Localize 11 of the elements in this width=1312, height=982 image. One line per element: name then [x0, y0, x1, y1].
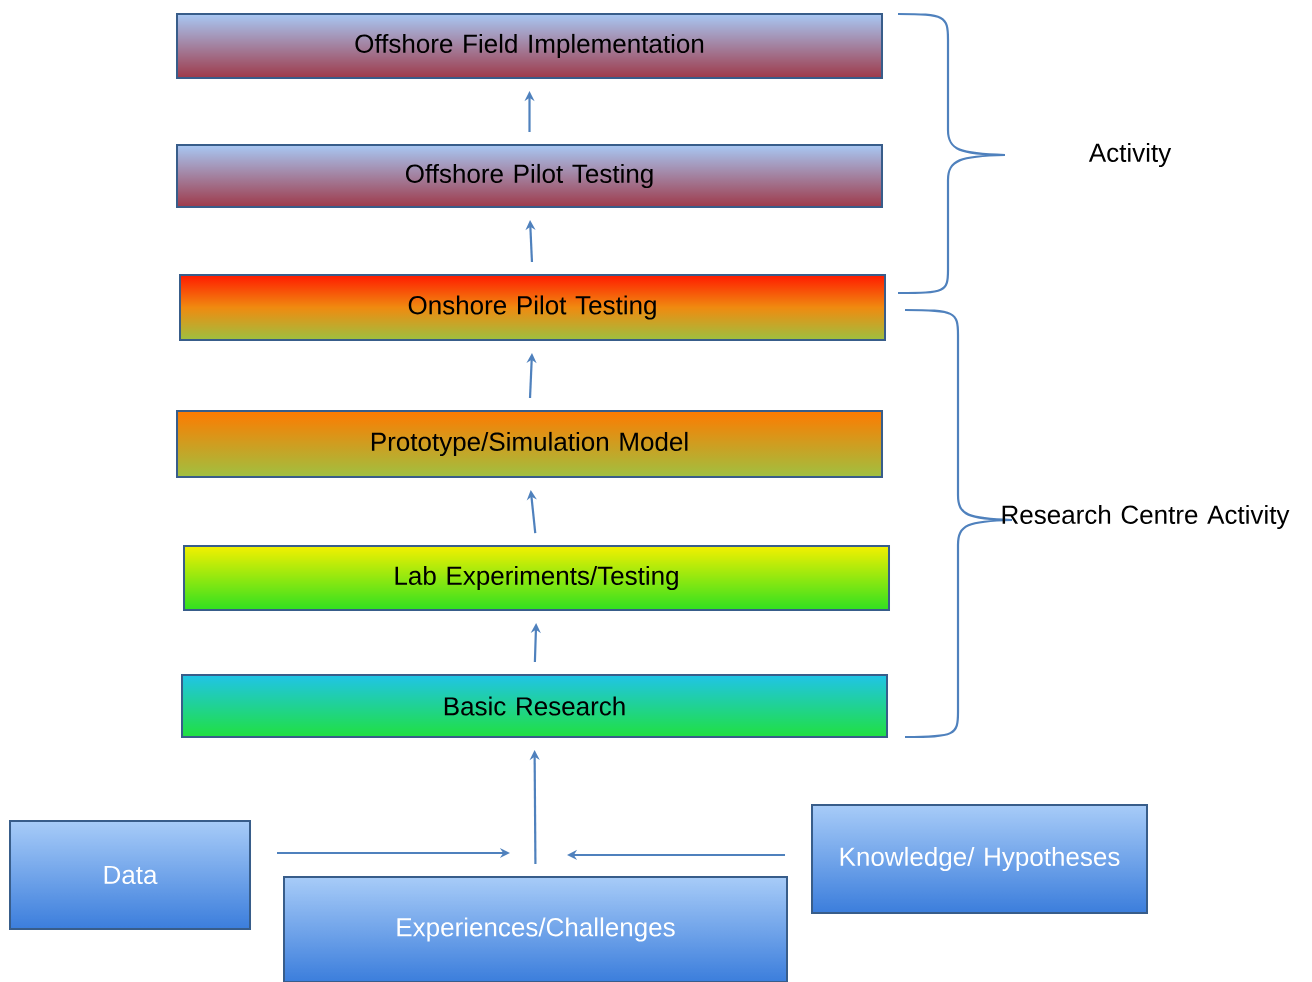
process-box: Offshore Pilot Testing [176, 144, 883, 208]
process-box: Data [9, 820, 251, 930]
process-box: Basic Research [181, 674, 888, 738]
bracket-label: Activity [1088, 142, 1172, 168]
process-box: Onshore Pilot Testing [179, 274, 886, 341]
process-box: Knowledge/ Hypotheses [811, 804, 1148, 914]
process-box: Prototype/Simulation Model [176, 410, 883, 478]
process-box: Offshore Field Implementation [176, 13, 883, 79]
process-box: Lab Experiments/Testing [183, 545, 890, 611]
bracket-label: Research Centre Activity [1002, 504, 1290, 530]
process-box: Experiences/Challenges [283, 876, 788, 982]
